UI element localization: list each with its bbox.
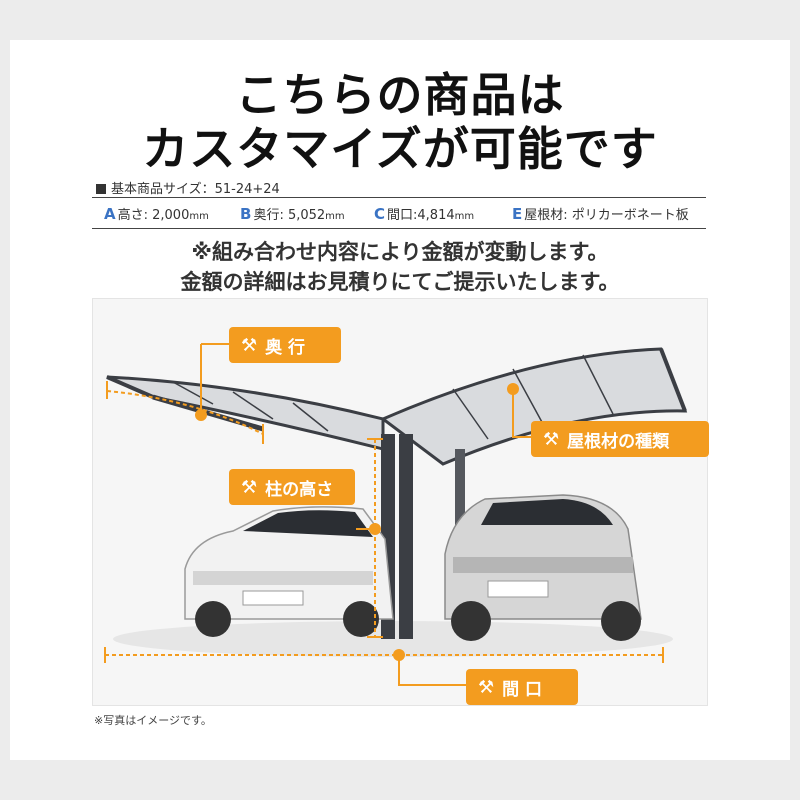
roof-ribs: [172, 354, 614, 440]
car-left: [184, 506, 394, 637]
spec-label: 屋根材:: [524, 207, 572, 223]
spec-unit: mm: [454, 210, 475, 222]
roof-left: [106, 375, 385, 451]
roof-right-edge: [659, 348, 687, 412]
notice-line-1: ※組み合わせ内容により金額が変動します。: [191, 240, 609, 264]
callout-depth: ⚒ 奥 行: [229, 327, 341, 363]
tools-icon: ⚒: [478, 676, 495, 698]
carport-illustration: [104, 343, 688, 686]
roof-left-edge: [106, 375, 154, 399]
headline-line-1: こちらの商品は: [235, 68, 565, 122]
spec-label: 奥行:: [253, 207, 288, 223]
roof-left-beam: [152, 394, 264, 432]
callout-width-label: 間 口: [502, 679, 543, 700]
callout-width: ⚒ 間 口: [466, 669, 578, 705]
spec-value: 5,052: [287, 207, 326, 223]
spec-unit: mm: [325, 210, 345, 222]
headline-line-2: カスタマイズが可能です: [142, 122, 658, 176]
callout-roof-label: 屋根材の種類: [567, 431, 670, 452]
spec-letter: C: [374, 204, 386, 223]
tools-icon: ⚒: [241, 334, 258, 356]
square-bullet-icon: [96, 184, 106, 194]
dimension-dots: [195, 383, 519, 661]
notice-line-2: 金額の詳細はお見積りにてご提示いたします。: [180, 270, 620, 294]
dimension-lines: [104, 343, 664, 686]
spec-letter: B: [240, 204, 252, 223]
spec-letter: A: [104, 204, 116, 223]
spec-title: 基本商品サイズ：51-24+24: [96, 178, 280, 197]
pillar-center-2: [399, 434, 413, 639]
tools-icon: ⚒: [241, 476, 258, 498]
spec-title-text: 基本商品サイズ：51-24+24: [111, 182, 280, 197]
callout-pillar-height: ⚒ 柱の高さ: [229, 469, 355, 505]
carport-photo: [92, 298, 708, 706]
spec-value: 4,814: [417, 207, 455, 223]
callout-roof-material: ⚒ 屋根材の種類: [531, 421, 709, 457]
spec-value: ポリカーボネート板: [571, 207, 689, 223]
callout-height-label: 柱の高さ: [265, 479, 334, 500]
spec-value: 2,000: [152, 207, 190, 223]
photo-footnote: ※写真はイメージです。: [94, 714, 212, 727]
spec-label: 間口:: [387, 207, 418, 223]
car-right: [444, 494, 642, 641]
callout-depth-label: 奥 行: [265, 337, 306, 358]
spec-letter: E: [512, 204, 523, 223]
spec-unit: mm: [189, 210, 209, 222]
tools-icon: ⚒: [543, 428, 560, 450]
spec-label: 高さ:: [117, 207, 153, 223]
